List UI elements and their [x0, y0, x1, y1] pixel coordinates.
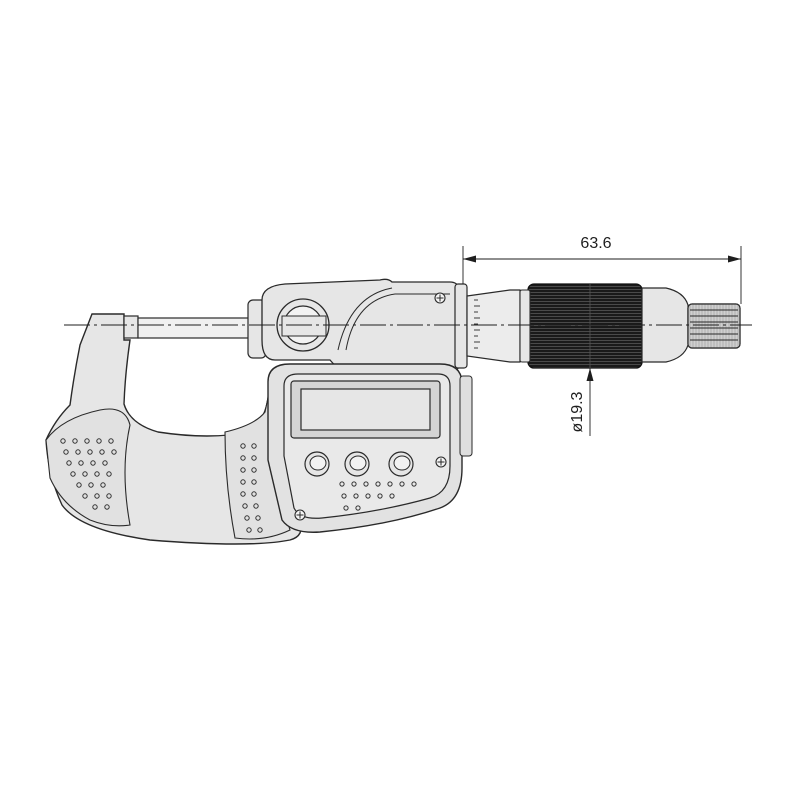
length-arrow-right — [728, 255, 741, 263]
sleeve-collar — [454, 283, 468, 369]
sleeve — [466, 289, 521, 363]
thimble-edge-left — [519, 289, 531, 363]
lock-lever — [281, 315, 327, 337]
head-screw-icon — [434, 292, 446, 304]
thimble-knurl[interactable] — [527, 283, 643, 369]
head-sweep — [345, 293, 450, 351]
frame-grip-right — [224, 397, 291, 540]
length-dimension-label: 63.6 — [580, 235, 611, 252]
diameter-dimension-label: ø19.3 — [569, 391, 586, 432]
ratchet-knurl-lines — [690, 309, 738, 341]
length-arrow-left — [463, 255, 476, 263]
button-middle[interactable] — [344, 451, 370, 477]
lcd-screen — [300, 388, 431, 431]
display-dots — [339, 481, 417, 511]
spindle — [137, 317, 251, 339]
head-sweep-inner — [337, 287, 393, 351]
grip-dots-right — [240, 443, 263, 533]
button-right[interactable] — [388, 451, 414, 477]
display-screw-left-icon — [294, 509, 306, 521]
anvil — [123, 315, 139, 339]
side-rib — [459, 375, 473, 457]
display-screw-right-icon — [435, 456, 447, 468]
frame-grip-left — [45, 408, 131, 527]
ratchet-knob-face — [687, 303, 741, 349]
diameter-arrow — [586, 368, 594, 381]
grip-dots-left — [60, 438, 117, 510]
sleeve-scale — [474, 299, 480, 349]
button-left[interactable] — [304, 451, 330, 477]
